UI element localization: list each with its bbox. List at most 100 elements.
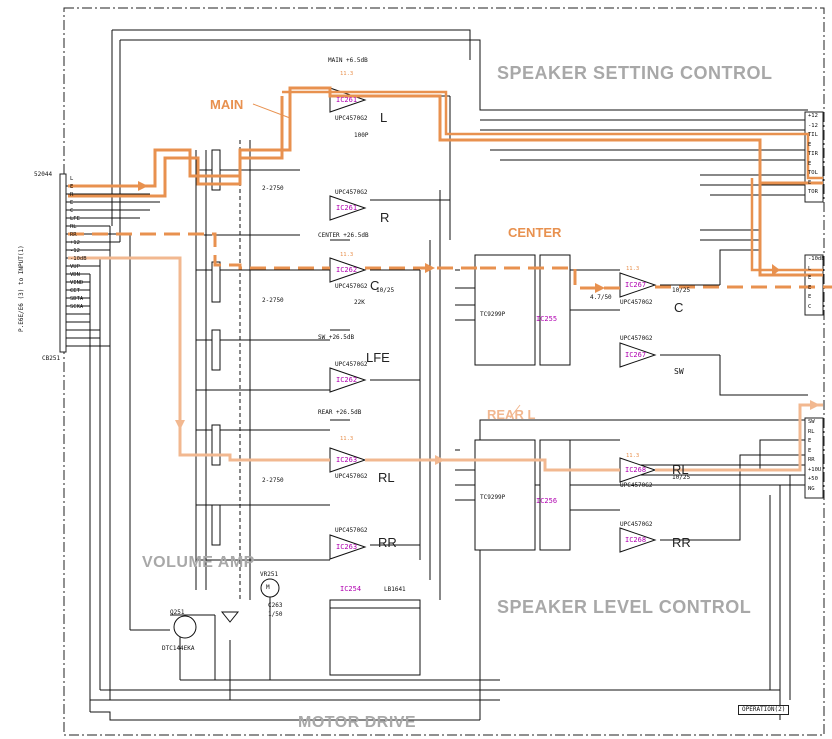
opamp-rr (329, 534, 367, 560)
amp-ic-ref: IC262 (336, 266, 358, 274)
supply-voltage: 11.3 (340, 436, 354, 442)
motor-symbol (260, 578, 280, 598)
amp-ch-label: RR (378, 535, 397, 550)
connector-pin: -12 (70, 248, 80, 254)
connector-pin: +12 (70, 240, 80, 246)
level-ic-part: UPC4570G2 (620, 482, 653, 489)
amp-ch-label: C (370, 278, 380, 293)
opamp-lfe (329, 367, 367, 393)
amp-ic-part: UPC4570G2 (335, 473, 368, 480)
connector-pin: SCKA (70, 304, 84, 310)
motor-ic-ref: IC254 (340, 585, 362, 593)
level-ic-part: UPC4570G2 (620, 335, 653, 342)
connector-pin: E (808, 447, 812, 454)
supply-voltage: 11.3 (626, 453, 640, 459)
path-label-rear-l: REAR L (487, 407, 536, 422)
amp-ic-part: UPC4570G2 (335, 115, 368, 122)
digital-pot-1-body (474, 254, 536, 366)
connector-pin: CET (70, 288, 80, 294)
left-connector-ref: CB251 (42, 355, 61, 362)
center-path (68, 232, 832, 290)
motor-cap-value: 1/50 (268, 611, 283, 618)
gain-label-rear: REAR +26.5dB (318, 409, 362, 416)
digital-pot-part: TC9299P (480, 311, 506, 318)
main-path (68, 86, 823, 277)
connector-pin: +50 (808, 476, 818, 482)
supply-voltage: 11.3 (626, 266, 640, 272)
digital-pot-part: TC9299P (480, 494, 506, 501)
main-path-inner (282, 90, 823, 272)
level-ic-ref: IC267 (625, 281, 647, 289)
connector-pin: VIND (70, 280, 84, 286)
connector-pin: SW (808, 419, 815, 425)
arrows (138, 181, 780, 293)
connector-pin: LFE (70, 216, 80, 222)
section-label-speaker-setting-control: SPEAKER SETTING CONTROL (497, 63, 773, 83)
cap-value: 10/25 (672, 287, 691, 294)
connector-pin: VDN (70, 272, 80, 278)
supply-voltage: 11.3 (340, 252, 354, 258)
gain-label-main: MAIN +6.5dB (328, 57, 368, 64)
motor-cap-ref: C263 (268, 602, 283, 609)
connector-pin: +10U (808, 466, 822, 473)
amp-ic-part: UPC4570G2 (335, 361, 368, 368)
amp-ch-label: RL (378, 470, 395, 485)
connector-pin: TIR (808, 151, 818, 157)
opamp-main-l (329, 87, 367, 113)
connector-pin: E (808, 160, 812, 167)
connector-pin: E (808, 438, 812, 444)
digital-pot-ref: IC256 (536, 497, 558, 505)
connector-pin: SDTA (70, 296, 84, 302)
connector-pin: RL (808, 428, 815, 435)
amp-ic-ref: IC261 (336, 204, 358, 212)
cap-value: 100P (354, 132, 369, 139)
transistor-part: DTC144EKA (162, 645, 195, 652)
amp-ic-part: UPC4570G2 (335, 283, 368, 290)
cap-value: 2-2750 (262, 185, 284, 192)
connector-pin: +12 (808, 113, 818, 119)
level-ic-part: UPC4570G2 (620, 521, 653, 528)
right-connector-bottom-body (804, 417, 824, 499)
amp-ch-label: R (380, 210, 390, 225)
connector-pin: RR (808, 457, 815, 463)
opamp-level-sw (619, 342, 657, 368)
digital-pot-1b-body (539, 254, 571, 366)
gain-label-sw: SW +26.5dB (318, 334, 355, 341)
connector-pin: NG (808, 485, 815, 492)
opamp-level-rr (619, 527, 657, 553)
connector-pin: -12 (808, 122, 818, 129)
motor-ic-body (329, 599, 421, 609)
motor-vr-ref: VR251 (260, 571, 279, 578)
connector-pin: -10dB (70, 256, 87, 262)
amp-ic-part: UPC4570G2 (335, 527, 368, 534)
left-connector-side-label: P.E6E/E6 (3) to INPUT(1) (18, 245, 25, 332)
level-ch-label: C (674, 300, 684, 315)
cap-value: 2-2750 (262, 477, 284, 484)
connector-pin: E (808, 284, 812, 291)
opamp-main-r (329, 195, 367, 221)
motor-ic-part: LB1641 (384, 586, 406, 593)
connector-pin: VUP (70, 264, 80, 270)
connector-pin: TOL (808, 170, 818, 176)
level-ic-part: UPC4570G2 (620, 299, 653, 306)
left-connector-id: 52044 (34, 171, 53, 178)
section-label-volume-amp: VOLUME AMP (142, 554, 255, 571)
amp-ic-ref: IC263 (336, 456, 358, 464)
connector-pin: C (808, 303, 812, 310)
transistor-symbol (173, 615, 197, 639)
gain-label-center: CENTER +26.5dB (318, 232, 369, 239)
amp-ch-label: LFE (366, 350, 390, 365)
connector-pin: TOR (808, 189, 818, 195)
opamp-level-c (619, 272, 657, 298)
level-ch-label: SW (674, 367, 684, 376)
amp-ic-ref: IC261 (336, 96, 358, 104)
digital-pot-2-body (474, 439, 536, 551)
cap-value: 4.7/50 (590, 294, 612, 301)
connector-pin: -10dB (808, 256, 825, 262)
level-ic-ref: IC268 (625, 466, 647, 474)
connector-pin: E (808, 275, 812, 281)
amp-ic-ref: IC262 (336, 376, 358, 384)
digital-pot-ref: IC255 (536, 315, 558, 323)
rear-path (68, 256, 823, 472)
